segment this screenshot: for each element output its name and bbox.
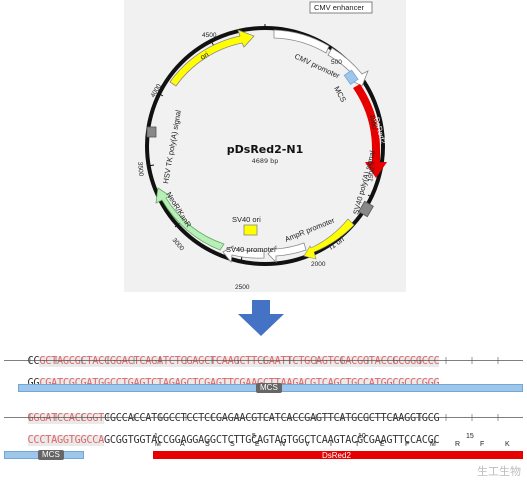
bottom-strand: CCCTAGGTGGCCAGCGGTGGTACCGGAGGAGGCTCTTGCA…	[4, 423, 440, 446]
tick-label-1500: 1500	[367, 167, 376, 183]
mcs-label: MCS	[332, 85, 348, 104]
sv40-promoter-arrow	[222, 245, 265, 263]
dsred2-arrow	[353, 84, 387, 178]
amino-acid: V	[305, 441, 310, 448]
strand-ruler	[4, 357, 523, 364]
plasmid-size: 4689 bp	[252, 157, 279, 165]
top-highlight: GGGATCCACCGGT	[27, 413, 105, 424]
cmv-enhancer-arrow	[273, 29, 330, 54]
watermark-logo: 生工生物	[477, 465, 521, 478]
amino-acid: F	[480, 441, 485, 448]
down-arrow-icon	[238, 300, 284, 336]
amino-acid: N	[280, 441, 286, 448]
tick-label-2000: 2000	[311, 261, 326, 268]
ori-arrow	[169, 29, 255, 87]
bottom-strand: GGCGATCGCGATGGCCTGAGTCTAGAGCTCGAGTTCGAAG…	[4, 366, 440, 389]
dsred2-feature-bar	[153, 451, 523, 459]
dsred2-feature-tag: DsRed2	[322, 451, 351, 460]
amino-acid: E	[255, 441, 260, 448]
sv40-ori-box	[243, 224, 258, 236]
amino-acid: S	[230, 441, 235, 448]
sv40-ori-label: SV40 ori	[232, 215, 261, 224]
plasmid-name: pDsRed2-N1	[227, 143, 303, 156]
amino-acid: R	[455, 441, 461, 448]
aa-number: 1	[154, 433, 158, 440]
aa-number: 5	[252, 433, 256, 440]
top-prefix: CC	[27, 356, 40, 367]
sv40-promoter-label: SV40 promoter	[226, 245, 277, 254]
tick-label-500: 500	[331, 59, 342, 66]
strand-ruler	[4, 414, 523, 421]
hsv-tk-label: HSV TK poly(A) signal	[161, 109, 183, 184]
bottom-highlight: CCCTAGGTGGCCA	[27, 435, 105, 446]
tick-label-2500: 2500	[235, 284, 250, 291]
mcs-box	[343, 69, 359, 85]
hsv-tk-box	[146, 126, 157, 138]
cmv-enhancer-label: CMV enhancer	[314, 3, 365, 12]
top-rest: CGCCACCATGGCCTCCTCCGAGAACGTCATCACCGAGTTC…	[104, 413, 440, 424]
bottom-prefix: GG	[28, 378, 40, 389]
plasmid-map-panel: CMV enhancer CMV promoter MCS DsRed2 SV4…	[124, 0, 406, 292]
cmv-promoter-arrow	[327, 47, 369, 87]
amino-acid: K	[505, 441, 510, 448]
top-strand: CCGCTAGCGCTACCGGACTCAGATCTCGAGCTCAAGCTTC…	[4, 344, 440, 367]
amino-acid-row: M A S S E N V I T E F M R F K	[0, 441, 527, 451]
bottom-rest: GCGGTGGTACCGGAGGAGGCTCTTGCAGTAGTGGCTCAAG…	[104, 435, 440, 446]
amino-acid: F	[405, 441, 410, 448]
top-highlight: GCTAGCGCTACCGGACTCAGATCTCGAGCTCAAGCTTCGA…	[39, 356, 440, 367]
amino-acid: M	[430, 441, 436, 448]
ampr-promoter-arrow	[267, 242, 307, 263]
tick-label-4500: 4500	[202, 32, 217, 39]
plasmid-map: CMV enhancer CMV promoter MCS DsRed2 SV4…	[136, 1, 388, 291]
tick-label-3500: 3500	[136, 162, 144, 177]
amino-acid: I	[330, 441, 332, 448]
f1-ori-arrow	[303, 218, 355, 260]
aa-number: 10	[358, 433, 366, 440]
top-strand: GGGATCCACCGGTCGCCACCATGGCCTCCTCCGAGAACGT…	[4, 401, 440, 424]
amino-acid: M	[155, 441, 161, 448]
amino-acid: A	[180, 441, 185, 448]
aa-number: 15	[466, 433, 474, 440]
neor-kanr-arrow	[155, 187, 225, 251]
mcs-feature-tag: MCS	[38, 450, 64, 460]
amino-acid: E	[380, 441, 385, 448]
tick-label-3000: 3000	[170, 237, 185, 253]
amino-acid: T	[355, 441, 360, 448]
cmv-enhancer-label-box	[309, 1, 373, 14]
bottom-highlight: CGATCGCGATGGCCTGAGTCTAGAGCTCGAGTTCGAAGCT…	[39, 378, 440, 389]
amino-acid: S	[205, 441, 210, 448]
mcs-feature-tag: MCS	[256, 383, 282, 393]
sv40-polya-box	[358, 200, 374, 218]
tick-label-1000: 1000	[368, 114, 377, 130]
